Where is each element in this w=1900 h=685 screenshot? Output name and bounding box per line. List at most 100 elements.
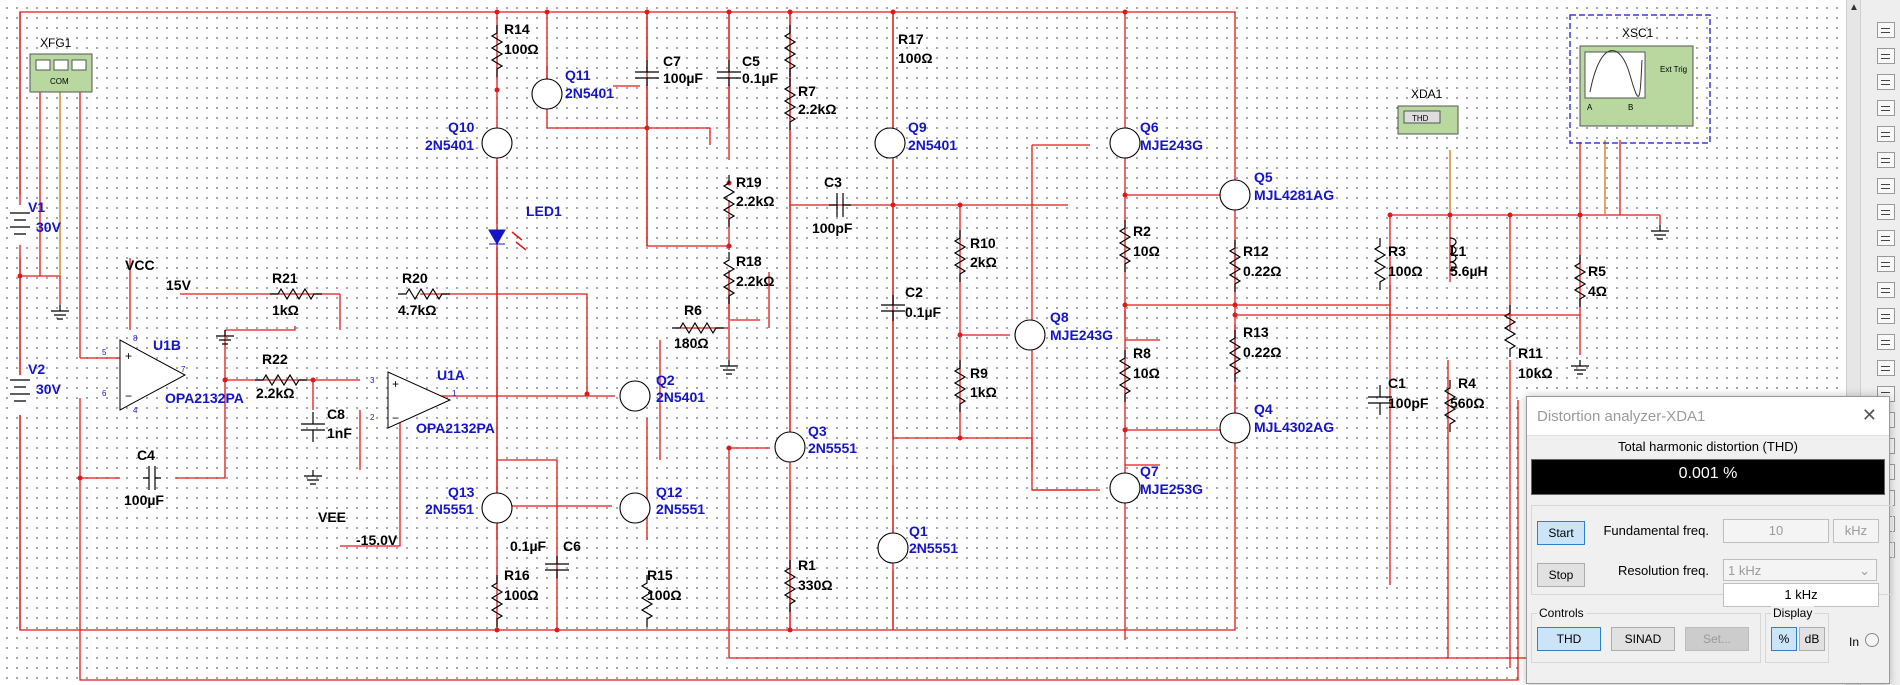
start-button[interactable]: Start	[1537, 521, 1585, 545]
db-button[interactable]: dB	[1799, 627, 1825, 651]
opamp-pin-numbers: 56 78 43 21	[102, 334, 457, 422]
controls-label: Controls	[1537, 606, 1586, 620]
u1a-name: U1A	[437, 367, 465, 383]
c7-value: 100µF	[663, 70, 703, 86]
fundamental-input[interactable]: 10	[1723, 519, 1829, 543]
tool-button[interactable]	[1877, 230, 1895, 246]
r13-value: 0.22Ω	[1243, 344, 1281, 360]
r12-name: R12	[1243, 243, 1269, 259]
display-label: Display	[1771, 606, 1815, 620]
q7-value: MJE253G	[1140, 481, 1203, 497]
q4-value: MJL4302AG	[1254, 419, 1334, 435]
r15-value: 100Ω	[647, 587, 682, 603]
q1-name: Q1	[909, 523, 928, 539]
c2-name: C2	[905, 284, 923, 300]
transistors[interactable]	[481, 78, 1251, 564]
q1-value: 2N5551	[909, 540, 958, 556]
tool-button[interactable]	[1877, 256, 1895, 272]
r3-name: R3	[1388, 243, 1406, 259]
q8-value: MJE243G	[1050, 327, 1113, 343]
u1b-name: U1B	[153, 337, 181, 353]
junctions	[17, 9, 1583, 633]
percent-button[interactable]: %	[1771, 627, 1797, 651]
chevron-down-icon: ⌄	[1859, 563, 1870, 578]
svg-text:7: 7	[181, 365, 186, 374]
opamp-u1b[interactable]: +−	[119, 339, 187, 411]
c4-name: C4	[137, 447, 155, 463]
led1-symbol[interactable]	[488, 229, 527, 251]
c8-value: 1nF	[327, 425, 352, 441]
svg-text:−: −	[125, 389, 132, 403]
r1-value: 330Ω	[798, 577, 833, 593]
svg-text:4: 4	[133, 406, 138, 415]
tool-button[interactable]	[1877, 74, 1895, 90]
oscilloscope-xsc1[interactable]: XSC1 Ext Trig A B	[1569, 14, 1711, 144]
r19-name: R19	[736, 174, 762, 190]
schematic-canvas[interactable]: XFG1 COM XSC1 Ext Trig A B XDA1 THD +− +…	[0, 0, 1860, 685]
tool-button[interactable]	[1877, 334, 1895, 350]
tool-button[interactable]	[1877, 204, 1895, 220]
thd-button[interactable]: THD	[1537, 627, 1601, 651]
inductor-l1[interactable]	[1449, 237, 1457, 271]
fundamental-label: Fundamental freq.	[1603, 523, 1709, 538]
r14-name: R14	[504, 21, 530, 37]
close-icon[interactable]: ✕	[1861, 405, 1877, 425]
q9-name: Q9	[908, 119, 927, 135]
r5-value: 4Ω	[1588, 283, 1607, 299]
tool-button[interactable]	[1877, 360, 1895, 376]
tool-button[interactable]	[1877, 48, 1895, 64]
window-titlebar[interactable]: Distortion analyzer-XDA1 ✕	[1527, 397, 1889, 436]
battery-v1[interactable]	[8, 205, 32, 245]
r18-value: 2.2kΩ	[736, 273, 774, 289]
tool-button[interactable]	[1877, 126, 1895, 142]
stop-button[interactable]: Stop	[1537, 563, 1585, 587]
opamp-u1a[interactable]: +−	[387, 371, 452, 429]
tool-button[interactable]	[1877, 308, 1895, 324]
resolution-select[interactable]: 1 kHz ⌄	[1723, 559, 1877, 581]
scroll-up-icon[interactable]: ▲	[1849, 2, 1859, 13]
distortion-analyzer-window[interactable]: Distortion analyzer-XDA1 ✕ Total harmoni…	[1526, 396, 1893, 684]
battery-v2[interactable]	[8, 375, 32, 415]
xsc1-ext-trig: Ext Trig	[1660, 65, 1687, 74]
in-label: In	[1849, 635, 1860, 649]
q4-name: Q4	[1254, 401, 1273, 417]
ground-symbols	[50, 224, 1670, 485]
q8-name: Q8	[1050, 309, 1069, 325]
led1-name: LED1	[526, 203, 562, 219]
c5-value: 0.1µF	[742, 70, 779, 86]
r11-value: 10kΩ	[1518, 365, 1553, 381]
window-title: Distortion analyzer-XDA1	[1537, 408, 1706, 425]
c8-name: C8	[327, 406, 345, 422]
r16-name: R16	[504, 567, 530, 583]
distortion-analyzer-xda1[interactable]: XDA1 THD	[1397, 87, 1459, 135]
set-button[interactable]: Set...	[1685, 627, 1749, 651]
sinad-button[interactable]: SINAD	[1611, 627, 1675, 651]
capacitors[interactable]	[143, 60, 1392, 578]
tool-button[interactable]	[1877, 152, 1895, 168]
q3-name: Q3	[808, 423, 827, 439]
v2-name: V2	[28, 361, 45, 377]
tool-button[interactable]	[1877, 282, 1895, 298]
q6-value: MJE243G	[1140, 137, 1203, 153]
c4-value: 100µF	[124, 492, 164, 508]
component-labels: V1 30V V2 30V VCC 15V VEE -15.0V U1B OPA…	[28, 21, 1607, 603]
tool-button[interactable]	[1877, 100, 1895, 116]
l1-value: 5.6µH	[1450, 263, 1488, 279]
xda1-icon-label: THD	[1412, 114, 1429, 123]
tool-button[interactable]	[1877, 178, 1895, 194]
r18-name: R18	[736, 253, 762, 269]
v1-name: V1	[28, 199, 45, 215]
circuit-schematic[interactable]: XFG1 COM XSC1 Ext Trig A B XDA1 THD +− +…	[0, 0, 1846, 685]
r2-value: 10Ω	[1133, 243, 1160, 259]
controls-group	[1531, 613, 1761, 663]
fundamental-unit[interactable]: kHz	[1833, 519, 1879, 543]
in-terminal-icon[interactable]	[1865, 633, 1879, 647]
tool-button[interactable]	[1877, 22, 1895, 38]
r1-name: R1	[798, 557, 816, 573]
function-generator-xfg1[interactable]: XFG1 COM	[29, 36, 93, 93]
u1b-value: OPA2132PA	[165, 390, 244, 406]
svg-text:−: −	[392, 411, 399, 425]
q11-value: 2N5401	[565, 85, 614, 101]
svg-text:3: 3	[370, 376, 375, 385]
r5-name: R5	[1588, 263, 1606, 279]
